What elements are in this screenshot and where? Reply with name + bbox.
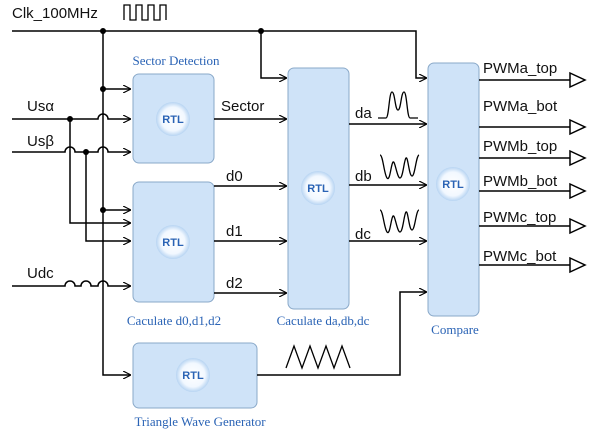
pwm-b-bot-label: PWMb_bot [483,173,558,190]
triangle-generator-caption: Triangle Wave Generator [134,414,266,429]
da-label: da [355,105,372,122]
clock-bus [12,28,426,375]
calc-d-block: RTL [132,181,215,303]
rtl-label: RTL [307,183,329,195]
calc-da-caption: Caculate da,db,dc [277,313,370,328]
db-label: db [355,168,372,185]
pwm-outputs: PWMa_top PWMa_bot PWMb_top PWMb_bot PWMc… [479,60,587,274]
udc-label: Udc [27,265,54,282]
triangle-wire [257,292,426,376]
clock-waveform [123,4,167,21]
db-waveform [379,154,420,180]
udc-wire [12,280,130,286]
rtl-chip-icon [156,102,190,136]
rtl-chip-icon [436,167,470,201]
d1-label: d1 [226,223,243,240]
rtl-chip-icon [156,225,190,259]
sector-label: Sector [221,98,264,115]
rtl-chip-icon [301,171,335,205]
dc-waveform [379,209,420,234]
pwm-a-bot-label: PWMa_bot [483,98,558,115]
calc-d-caption: Caculate d0,d1,d2 [127,313,221,328]
d2-label: d2 [226,275,243,292]
rtl-label: RTL [442,179,464,191]
compare-block: RTL [427,62,480,317]
pwm-a-top-label: PWMa_top [483,60,557,77]
pwm-c-bot-label: PWMc_bot [483,248,557,265]
compare-caption: Compare [431,322,479,337]
d0-label: d0 [226,168,243,185]
triangle-waveform [285,344,351,370]
triangle-generator-block: RTL [132,342,258,409]
rtl-chip-icon [176,358,210,392]
rtl-label: RTL [182,370,204,382]
dc-label: dc [355,226,371,243]
clock-label: Clk_100MHz [12,5,98,22]
us-alpha-label: Usα [27,98,54,115]
sector-detection-caption: Sector Detection [133,53,220,68]
us-alpha-wire [12,113,130,223]
pwm-c-top-label: PWMc_top [483,209,556,226]
rtl-label: RTL [162,114,184,126]
calc-da-block: RTL [287,67,350,310]
sector-detection-block: RTL [132,73,215,164]
us-beta-label: Usβ [27,133,54,150]
da-waveform [378,91,418,119]
rtl-label: RTL [162,237,184,249]
us-beta-wire [12,146,130,241]
pwm-b-top-label: PWMb_top [483,138,557,155]
